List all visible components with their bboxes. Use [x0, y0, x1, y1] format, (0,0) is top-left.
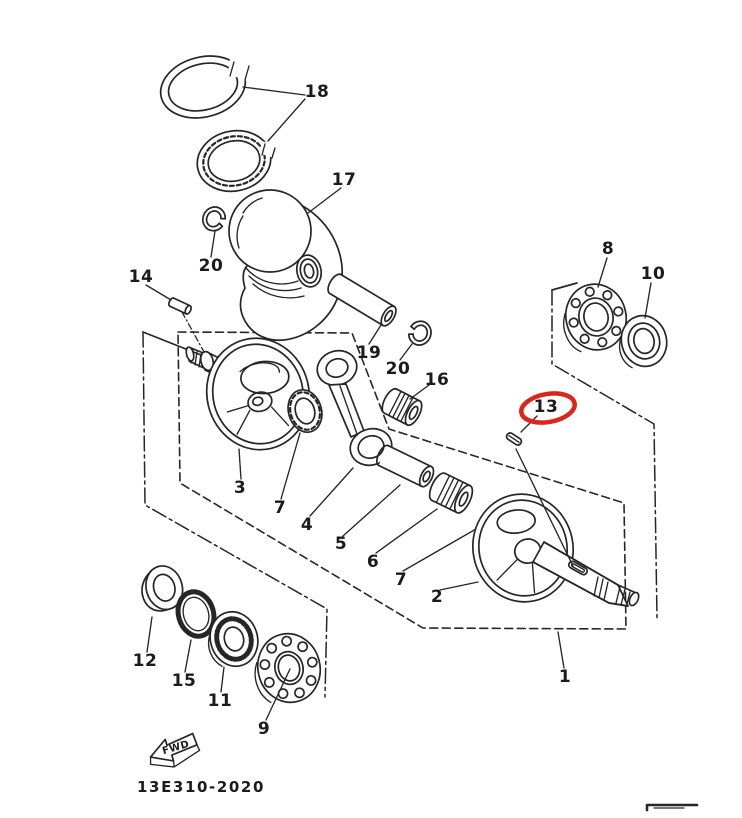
part-label-3: 3 [233, 478, 247, 498]
crank-assembly-dashed-box [177, 331, 627, 630]
bearing-right-main [563, 283, 628, 353]
part-label-12: 12 [132, 651, 158, 671]
piston-ring-top [159, 55, 254, 119]
part-label-7: 7 [394, 570, 408, 590]
part-label-4: 4 [300, 515, 314, 535]
o-ring [175, 589, 217, 639]
crank-wheel-right [471, 493, 640, 607]
part-label-6: 6 [366, 552, 380, 572]
piston [228, 189, 343, 342]
part-label-7: 7 [273, 498, 287, 518]
woodruff-key [505, 432, 523, 446]
highlight-oval [519, 391, 577, 425]
part-label-20: 20 [385, 359, 411, 379]
part-label-1: 1 [558, 667, 572, 687]
crank-wheel-left [205, 337, 311, 451]
piston-ring-bottom [196, 129, 279, 193]
big-end-bearing [428, 472, 474, 514]
part-label-18: 18 [304, 82, 330, 102]
bearing-small-left [141, 565, 184, 612]
crankcase-envelope-right [551, 282, 658, 619]
part-label-9: 9 [257, 719, 271, 739]
part-label-13: 13 [533, 397, 559, 417]
crank-pin [375, 444, 435, 488]
washer-left [287, 388, 323, 434]
circlip-bottom [407, 320, 432, 346]
piston-pin [327, 273, 397, 327]
part-label-10: 10 [640, 264, 666, 284]
part-label-16: 16 [424, 370, 450, 390]
connecting-rod [316, 349, 393, 467]
circlip-top [202, 206, 227, 232]
dowel-pin [168, 297, 192, 315]
part-label-8: 8 [601, 239, 615, 259]
oil-seal [618, 314, 668, 369]
fwd-arrow-icon [149, 732, 201, 768]
bearing-mid-left [207, 610, 259, 668]
crankcase-envelope-left [142, 331, 328, 698]
part-label-19: 19 [356, 343, 382, 363]
part-label-17: 17 [331, 170, 357, 190]
bearing-left-main [254, 632, 322, 704]
corner-mark [645, 803, 699, 812]
part-label-2: 2 [430, 587, 444, 607]
part-code: 13E310-2020 [137, 778, 266, 796]
part-label-11: 11 [207, 691, 233, 711]
part-label-15: 15 [171, 671, 197, 691]
part-label-20: 20 [198, 256, 224, 276]
part-label-5: 5 [334, 534, 348, 554]
leader-lines [145, 86, 652, 721]
part-label-14: 14 [128, 267, 154, 287]
